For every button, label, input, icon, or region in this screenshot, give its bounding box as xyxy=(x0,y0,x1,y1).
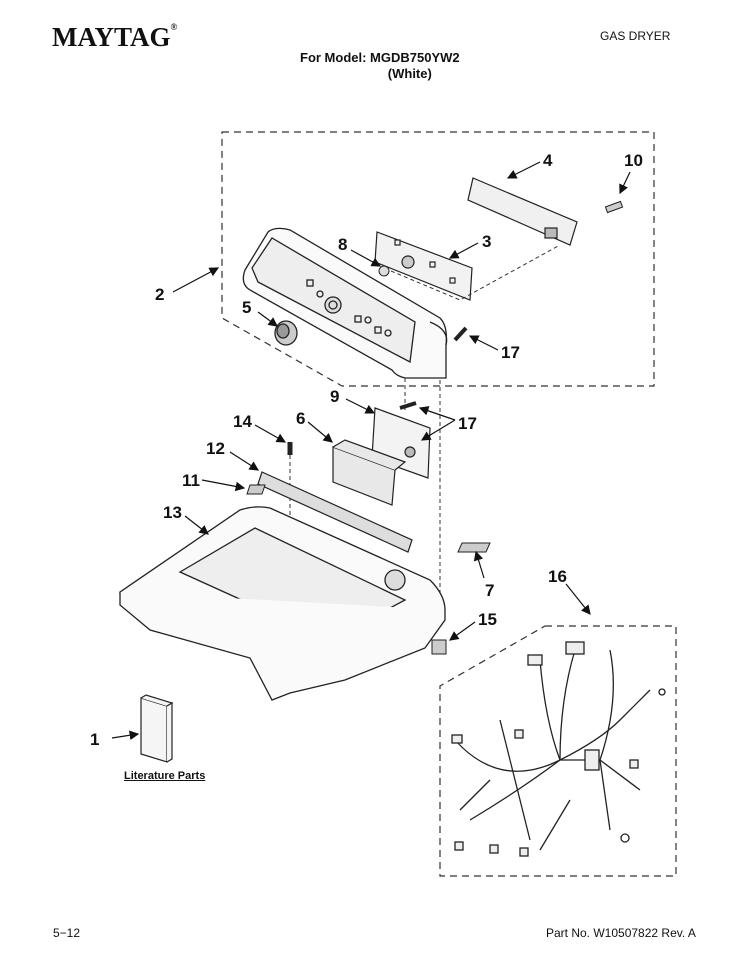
leader-13 xyxy=(184,515,209,535)
knob-part xyxy=(274,320,298,346)
callout-14: 14 xyxy=(233,412,252,431)
clip-part-11 xyxy=(246,484,266,495)
model-title: For Model: MGDB750YW2 (White) xyxy=(300,50,460,82)
literature-part xyxy=(140,694,174,763)
leader-1 xyxy=(111,730,140,741)
leader-3 xyxy=(448,242,479,259)
leader-12 xyxy=(229,451,260,471)
leader-9 xyxy=(345,398,376,414)
housing-part xyxy=(332,439,407,506)
leader-6 xyxy=(307,421,333,443)
leader-15 xyxy=(449,621,476,641)
callout-2: 2 xyxy=(155,285,164,304)
screw-part-17 xyxy=(453,326,468,342)
leader-17b2 xyxy=(420,419,456,441)
callout-13: 13 xyxy=(163,503,182,522)
appliance-type: GAS DRYER xyxy=(600,29,671,43)
leader-16 xyxy=(565,583,591,615)
leader-7 xyxy=(473,550,485,579)
console-part xyxy=(242,227,448,379)
callout-15: 15 xyxy=(478,610,497,629)
leader-10 xyxy=(619,171,631,195)
callout-12: 12 xyxy=(206,439,225,458)
leader-2 xyxy=(172,267,220,293)
leader-14 xyxy=(254,424,287,443)
callout-1: 1 xyxy=(90,730,99,749)
callout-17-upper: 17 xyxy=(501,343,520,362)
callout-3: 3 xyxy=(482,232,491,251)
leader-17a xyxy=(468,335,499,351)
brand-logo: MAYTAG® xyxy=(52,22,178,52)
callout-8: 8 xyxy=(338,235,347,254)
leader-11 xyxy=(201,479,246,492)
literature-label: Literature Parts xyxy=(124,770,206,782)
leader-17b1 xyxy=(418,406,456,421)
leader-4 xyxy=(506,161,541,179)
console-back-part xyxy=(467,177,578,246)
callout-10: 10 xyxy=(624,151,643,170)
screw-part-17b xyxy=(399,401,417,410)
top-panel-part xyxy=(119,506,446,701)
page-number: 5−12 xyxy=(53,926,81,940)
harness-group-outline xyxy=(439,625,677,877)
callout-5: 5 xyxy=(242,298,251,317)
part-number: Part No. W10507822 Rev. A xyxy=(546,926,696,940)
callout-11: 11 xyxy=(182,471,200,490)
callout-16: 16 xyxy=(548,567,567,586)
callout-9: 9 xyxy=(330,387,339,406)
foot-part xyxy=(431,639,447,655)
callout-17-lower: 17 xyxy=(458,414,477,433)
leader-8 xyxy=(350,249,382,267)
leader-5 xyxy=(257,311,278,327)
control-board-part xyxy=(374,231,473,301)
callout-7: 7 xyxy=(485,581,494,600)
callout-4: 4 xyxy=(543,151,553,170)
wire-channel-part xyxy=(257,471,413,553)
callout-6: 6 xyxy=(296,409,305,428)
console-group-outline xyxy=(221,131,655,387)
wire-harness-part xyxy=(451,641,666,857)
clip-part-7 xyxy=(457,542,491,553)
model-color: (White) xyxy=(387,66,432,81)
model-number: For Model: MGDB750YW2 xyxy=(300,50,460,65)
screw-part xyxy=(604,200,624,214)
